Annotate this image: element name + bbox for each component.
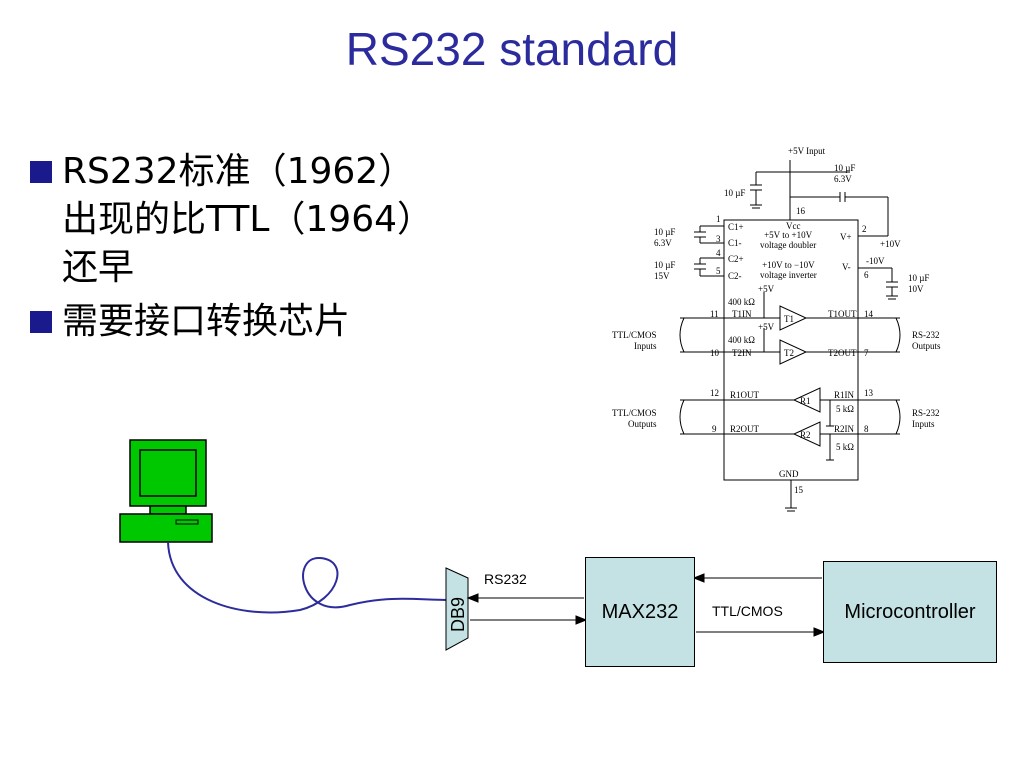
driver-label: T2 [784, 348, 794, 358]
pin-name: C2+ [728, 254, 744, 264]
cap-label: 10 µF [724, 188, 745, 198]
bullet-list: RS232标准（1962） 出现的比TTL（1964） 还早 需要接口转换芯片 [30, 148, 510, 352]
bullet-item: RS232标准（1962） 出现的比TTL（1964） 还早 [30, 148, 510, 292]
pin-label: 6 [864, 270, 869, 280]
pin-name: T1IN [732, 309, 752, 319]
max232-schematic: +5V Input 10 µF 16 Vcc 1 3 4 5 C1+ C1- C… [679, 146, 901, 512]
group-label: TTL/CMOS Inputs [612, 330, 657, 351]
pin-label: 10 [710, 348, 720, 358]
pin-label: 11 [710, 309, 719, 319]
pin-name: R1IN [834, 390, 855, 400]
pin-label: 9 [712, 424, 717, 434]
resistor-label: 5 kΩ [836, 404, 854, 414]
system-diagram: RS232 TTL/CMOS DB9 [119, 439, 826, 651]
pin-name: C2- [728, 271, 742, 281]
pin-label: 5 [716, 266, 721, 276]
pin-name: T2IN [732, 348, 752, 358]
slide-title: RS232 standard [345, 23, 679, 75]
cap-label: 10 µF 6.3V [834, 163, 856, 184]
group-label: RS-232 Outputs [912, 330, 941, 351]
pin-name: C1- [728, 238, 742, 248]
resistor-label: 400 kΩ [728, 297, 755, 307]
pin-name: R2IN [834, 424, 855, 434]
max232-block: MAX232 [585, 557, 695, 667]
resistor-label: 5 kΩ [836, 442, 854, 452]
pin-label: 14 [864, 309, 874, 319]
pin-name: V- [842, 262, 851, 272]
pin-name: C1+ [728, 222, 744, 232]
ttl-link-label: TTL/CMOS [712, 603, 783, 619]
bullet-square-icon [30, 311, 52, 333]
db9-label: DB9 [448, 597, 468, 632]
voltage-label: -10V [866, 256, 885, 266]
supply-label: +5V Input [788, 146, 826, 156]
group-label: TTL/CMOS Outputs [612, 408, 657, 429]
group-label: RS-232 Inputs [912, 408, 940, 429]
microcontroller-block: Microcontroller [823, 561, 997, 663]
voltage-label: +5V [758, 322, 775, 332]
computer-icon [119, 439, 213, 543]
voltage-label: +5V [758, 284, 775, 294]
receiver-label: R2 [800, 430, 811, 440]
pin-label: 12 [710, 388, 719, 398]
pin-name: T2OUT [828, 348, 857, 358]
bullet-item: 需要接口转换芯片 [30, 298, 510, 346]
driver-label: T1 [784, 314, 794, 324]
pin-label: 4 [716, 248, 721, 258]
bullet-text: 需要接口转换芯片 [62, 301, 351, 342]
voltage-label: +10V [880, 239, 901, 249]
cap-label: 10 µF 15V [654, 260, 676, 281]
bullet-text: RS232标准（1962） 出现的比TTL（1964） 还早 [62, 151, 434, 288]
pin-label: 13 [864, 388, 874, 398]
vcc-label: Vcc [786, 221, 801, 231]
receiver-label: R1 [800, 396, 811, 406]
pin-label: 2 [862, 224, 867, 234]
pin-label: 3 [716, 234, 721, 244]
pin-name: T1OUT [828, 309, 857, 319]
serial-cable [167, 541, 447, 614]
pin-label: 16 [796, 206, 806, 216]
block-label: +5V to +10V voltage doubler [760, 230, 817, 250]
pin-label: 8 [864, 424, 869, 434]
db9-connector [445, 567, 469, 651]
cap-label: 10 µF 10V [908, 273, 930, 294]
pin-name: R1OUT [730, 390, 760, 400]
cap-label: 10 µF 6.3V [654, 227, 676, 248]
pin-name: V+ [840, 232, 852, 242]
resistor-label: 400 kΩ [728, 335, 755, 345]
pin-label: 15 [794, 485, 804, 495]
pin-label: 1 [716, 214, 721, 224]
gnd-label: GND [779, 469, 799, 479]
rs232-link-label: RS232 [484, 571, 527, 587]
pin-name: R2OUT [730, 424, 760, 434]
pin-label: 7 [864, 348, 869, 358]
block-label: +10V to −10V voltage inverter [760, 260, 817, 280]
bullet-square-icon [30, 161, 52, 183]
